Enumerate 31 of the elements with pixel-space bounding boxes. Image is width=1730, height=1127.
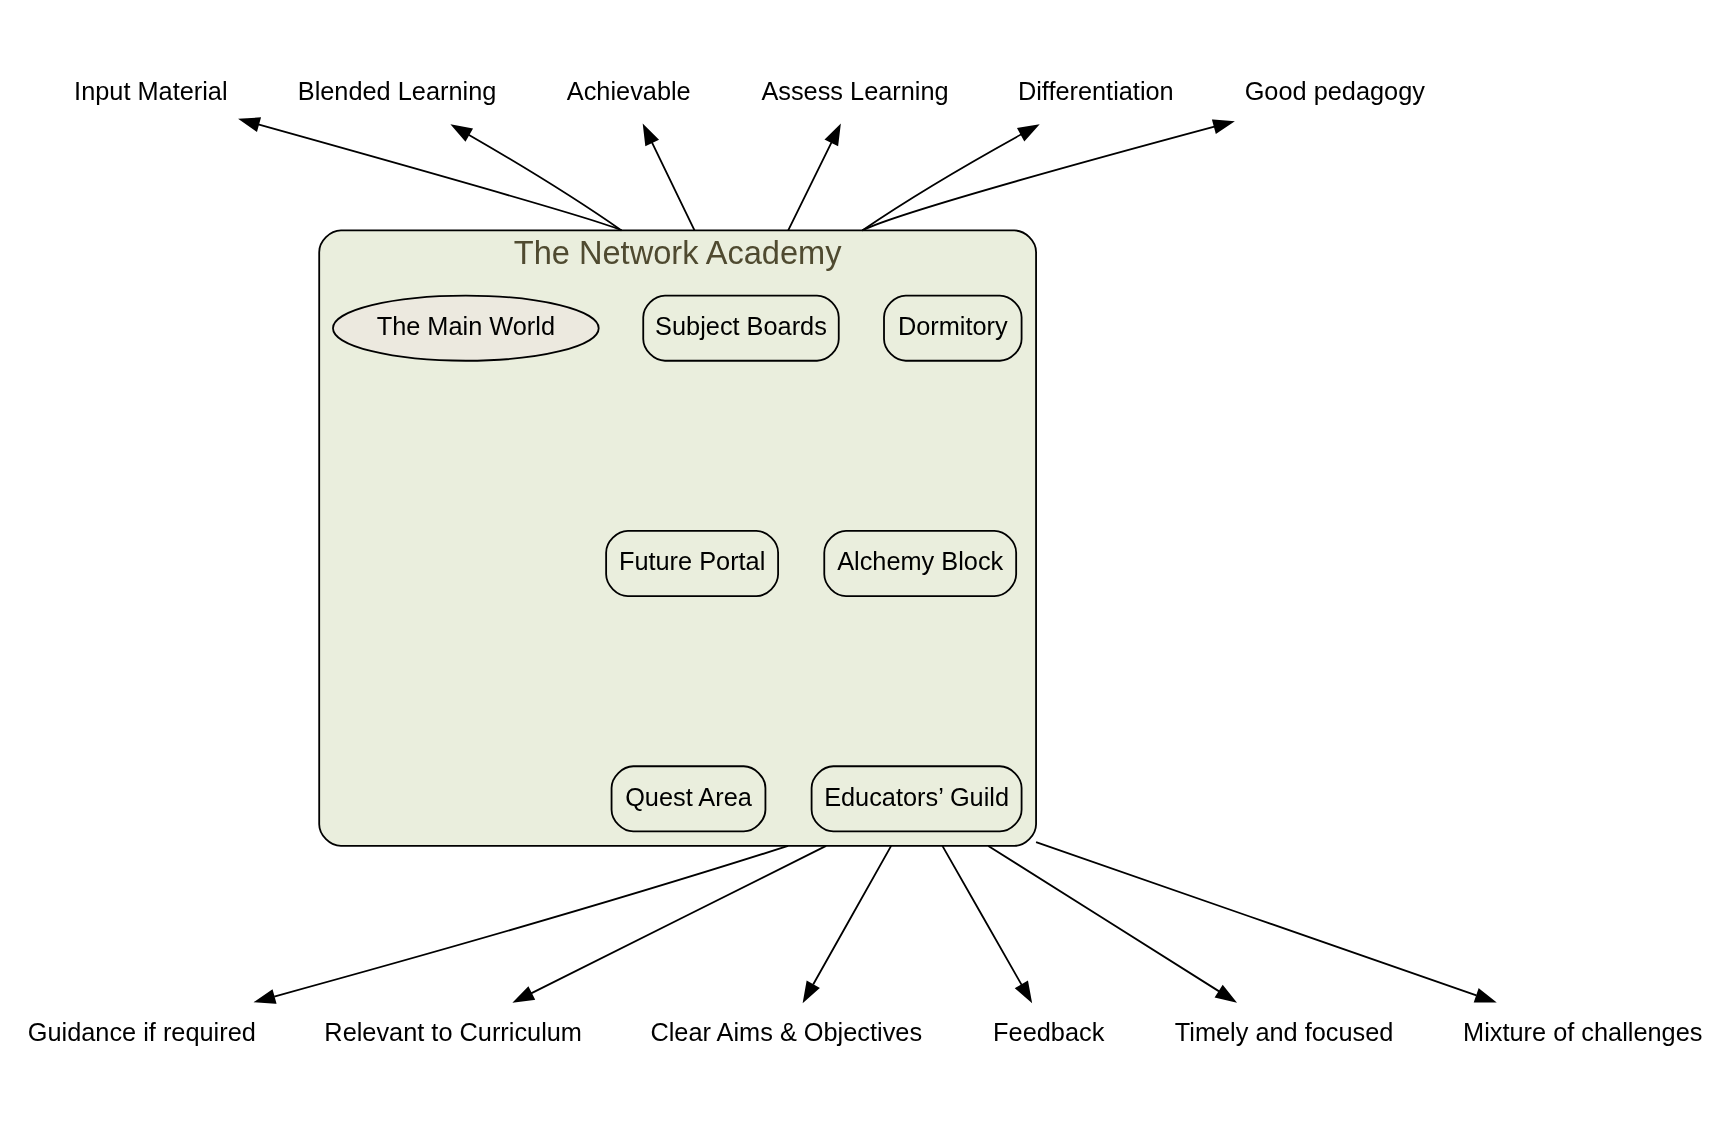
node-text: Achievable xyxy=(566,76,691,105)
node-text: Differentiation xyxy=(1017,76,1174,105)
node-box: Quest Area xyxy=(610,765,767,833)
node-box: Subject Boards xyxy=(642,294,840,362)
node-text: Blended Learning xyxy=(297,76,497,105)
arrow xyxy=(512,845,827,1003)
arrow xyxy=(861,124,1040,232)
arrow xyxy=(1035,841,1497,1003)
node-box: Educators’ Guild xyxy=(810,765,1023,833)
arrow xyxy=(787,123,841,232)
node-text: Feedback xyxy=(993,1017,1105,1046)
node-text: Relevant to Curriculum xyxy=(324,1017,582,1046)
node-text: Guidance if required xyxy=(27,1017,256,1046)
node-text: Good pedagogy xyxy=(1244,76,1425,105)
node-text: Clear Aims & Objectives xyxy=(650,1017,923,1046)
arrow xyxy=(238,117,623,232)
node-ellipse: The Main World xyxy=(332,294,600,362)
node-box: Dormitory xyxy=(883,294,1023,362)
arrow xyxy=(987,845,1238,1003)
arrow xyxy=(861,119,1235,232)
node-text: Timely and focused xyxy=(1174,1017,1394,1046)
arrow xyxy=(253,845,789,1004)
node-box: Future Portal xyxy=(605,530,779,597)
node-text: Mixture of challenges xyxy=(1463,1017,1703,1046)
arrow xyxy=(802,845,893,1004)
node-text: Input Material xyxy=(74,76,228,105)
node-text: Assess Learning xyxy=(761,76,949,105)
arrow xyxy=(941,845,1033,1004)
arrow xyxy=(642,123,696,232)
node-box: Alchemy Block xyxy=(823,530,1018,597)
arrow xyxy=(450,124,623,232)
